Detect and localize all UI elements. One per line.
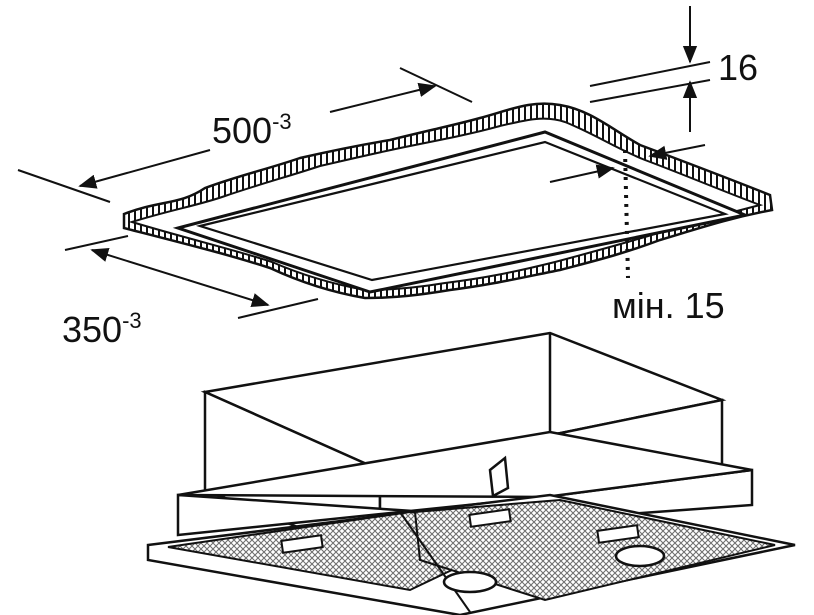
cutout-opening-inner [195,140,729,282]
dimension-arrow-min15-right [648,144,706,160]
extension-line-right-350 [237,298,319,319]
width-tolerance: -3 [272,109,292,134]
dimension-arrow-min15-left [549,164,615,183]
dimension-arrow-500-left [78,149,211,189]
extension-line-left-500 [17,169,111,203]
lamp-right [614,544,666,568]
extension-line-right-500 [399,67,473,103]
dimension-width: 500-3 [17,67,473,203]
filter-divider [399,511,471,613]
dimension-line-350 [90,247,270,308]
dotted-guide-line [623,149,630,279]
depth-tolerance: -3 [122,308,142,333]
hood-frame-top [177,430,753,499]
filter-handle-3 [596,524,640,544]
dimension-arrow-500-right [329,82,437,113]
lamp-left [442,570,498,594]
filter-handle-2 [468,508,512,528]
dimension-thickness: 16 [589,6,758,132]
extension-line-left-350 [64,235,129,251]
thickness-label: 16 [718,47,758,88]
depth-dimension-label: 350-3 [62,308,142,350]
dimension-min-distance: мін. 15 [549,144,725,326]
grease-filter-right [413,498,776,602]
depth-value: 350 [62,309,122,350]
min-distance-label: мін. 15 [612,285,725,326]
mounting-clip [488,455,510,498]
extension-line-top-16 [589,61,711,87]
hood-unit [146,331,796,615]
filter-handle-1 [280,534,324,554]
dimension-depth: 350-3 [62,235,319,350]
width-dimension-label: 500-3 [212,109,292,151]
width-value: 500 [212,110,272,151]
